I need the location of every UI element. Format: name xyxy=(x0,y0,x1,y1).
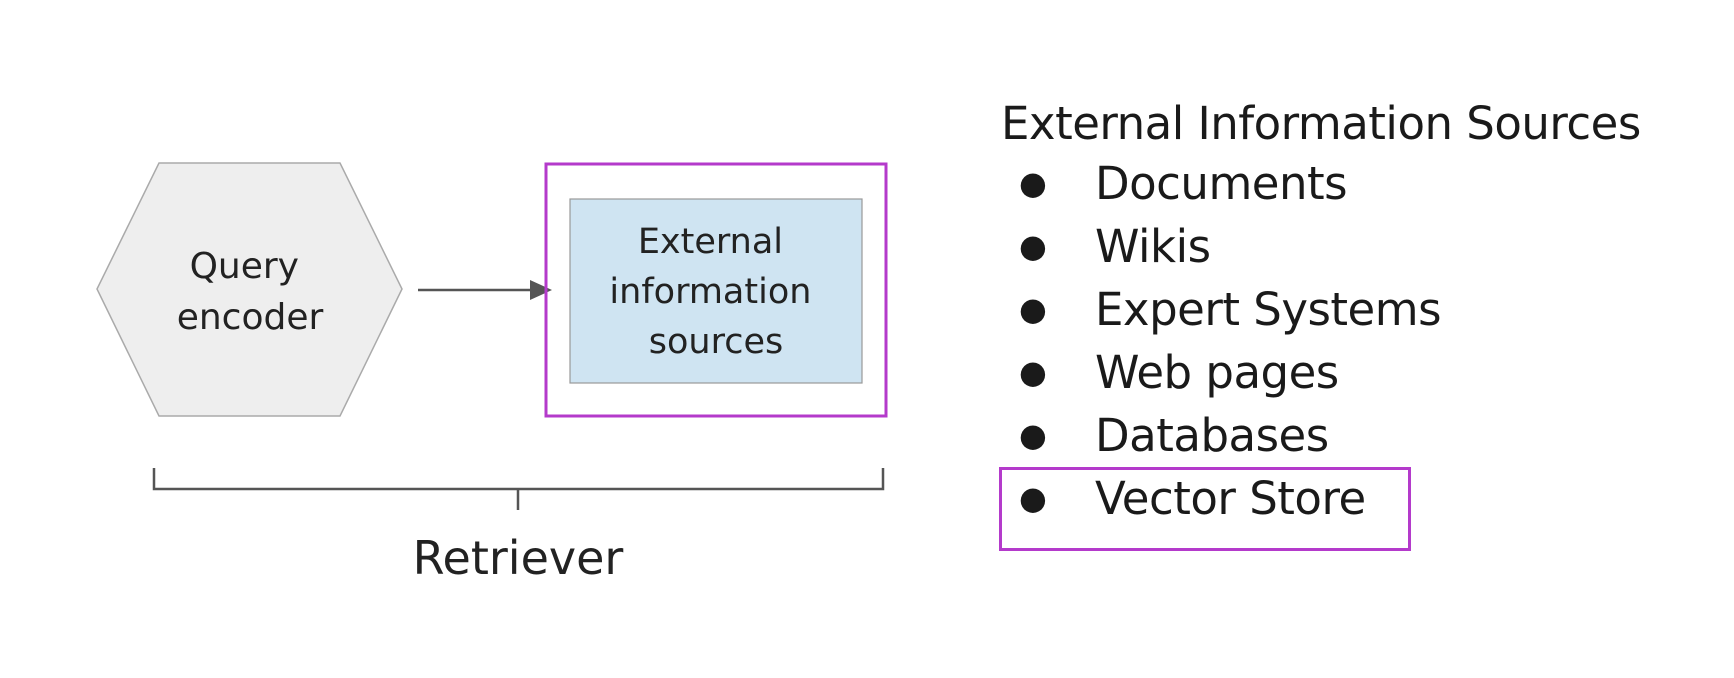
bullet-icon: ● xyxy=(1019,227,1047,265)
retriever-bracket xyxy=(152,468,885,510)
bullet-icon: ● xyxy=(1019,164,1047,202)
sources-item-label: Databases xyxy=(1095,409,1329,462)
query-encoder-label-line: encoder xyxy=(177,297,324,338)
sources-item-label: Wikis xyxy=(1095,220,1211,273)
bullet-icon: ● xyxy=(1019,290,1047,328)
external-sources-highlight-box xyxy=(544,162,888,418)
sources-panel: External Information Sources ●Documents●… xyxy=(999,96,1701,551)
sources-list-item: ● Vector Store xyxy=(999,467,1701,551)
sources-list-item: ● Databases xyxy=(1001,404,1701,467)
sources-item-label: Web pages xyxy=(1095,346,1339,399)
bullet-icon: ● xyxy=(1019,479,1047,517)
query-encoder-hexagon xyxy=(96,162,403,417)
sources-item-label: Vector Store xyxy=(1095,472,1366,525)
sources-list-item: ● Expert Systems xyxy=(1001,278,1701,341)
bullet-icon: ● xyxy=(1019,416,1047,454)
sources-list-item: ● Wikis xyxy=(1001,215,1701,278)
sources-title: External Information Sources xyxy=(1001,97,1641,150)
sources-list: ● Documents ● Wikis ● Expert Systems ● Web page… xyxy=(999,152,1701,551)
retriever-label: Retriever xyxy=(413,531,624,585)
query-encoder-label: Query encoder xyxy=(177,246,324,338)
arrow-head-icon xyxy=(530,280,552,300)
query-encoder-label-line: Query xyxy=(190,246,299,287)
vector-store-highlight-box xyxy=(999,467,1411,551)
external-sources-label-line: sources xyxy=(649,322,783,362)
external-sources-label: External information sources xyxy=(609,222,822,362)
sources-item-label: Expert Systems xyxy=(1095,283,1442,336)
sources-item-label: Documents xyxy=(1095,157,1348,210)
external-sources-label-line: information xyxy=(609,272,811,312)
external-sources-box xyxy=(569,198,863,384)
external-sources-label-line: External xyxy=(638,222,783,262)
bullet-icon: ● xyxy=(1019,353,1047,391)
sources-list-item: ● Web pages xyxy=(1001,341,1701,404)
sources-list-item: ● Documents xyxy=(1001,152,1701,215)
